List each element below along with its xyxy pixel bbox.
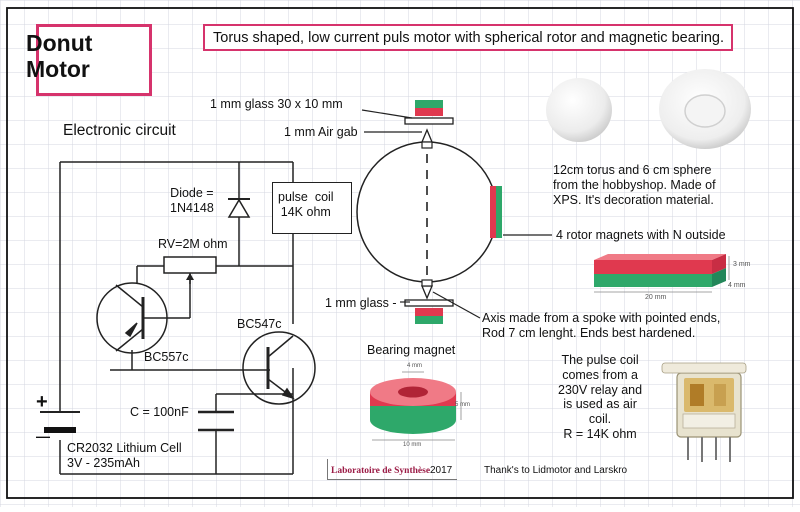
battery-minus-label: — [36,428,50,444]
glass-top-label: 1 mm glass 30 x 10 mm [210,97,343,111]
title-box [36,24,152,96]
bc547-label: BC547c [237,317,282,331]
bar-magnet-length: 20 mm [645,294,667,301]
bottom-bearing-magnet-green [415,316,443,324]
leader-glass-top [361,109,413,119]
top-bearing-magnet-green [415,100,443,108]
xps-torus-photo [659,69,751,149]
page-frame [6,7,794,499]
bc557-transistor [96,282,168,354]
bottom-glass [404,299,454,307]
diagram-title: Donut Motor [26,30,93,83]
circuit-heading: Electronic circuit [63,122,176,139]
materials-description: 12cm torus and 6 cm sphere from the hobb… [553,163,716,207]
rotor-magnets-label: 4 rotor magnets with N outside [556,228,726,242]
motor-cross-section [356,100,552,324]
air-gap-label: 1 mm Air gab [284,125,358,139]
axis-label: Axis made from a spoke with pointed ends… [482,311,721,340]
ring-magnet-height: 5 mm [455,402,470,408]
rotor-magnet-red [490,186,496,238]
battery-symbol [40,411,80,433]
battery-label: CR2032 Lithium Cell 3V - 235mAh [67,441,182,470]
bar-magnet-height: 3 mm [733,261,751,268]
headline-text: Torus shaped, low current puls motor wit… [213,30,724,46]
capacitor-label: C = 100nF [130,405,189,419]
glass-bottom-label: 1 mm glass - [325,296,397,310]
bar-magnet-width: 4 mm [728,282,746,289]
capacitor-symbol [198,410,234,432]
potentiometer-symbol [163,256,217,284]
ring-magnet-3d [370,371,462,441]
pulse-coil-label: pulse coil 14K ohm [278,190,334,219]
footer-lab: Laboratoire de Synthèse [331,466,431,476]
top-glass [404,117,454,125]
relay-note: The pulse coil comes from a 230V relay a… [558,353,643,441]
diode-label: Diode = 1N4148 [170,186,214,215]
footer-thanks: Thank's to Lidmotor and Larskro [484,465,628,476]
bar-magnet-3d [594,254,730,293]
ring-magnet-inner: 4 mm [407,363,422,369]
footer-underline [327,479,457,480]
bc547-transistor [242,331,316,405]
diode-symbol [227,198,251,218]
pulse-coil-box [272,182,352,234]
footer-divider [327,459,328,479]
rv-label: RV=2M ohm [158,237,228,251]
leader-axis [432,291,481,319]
ring-magnet-outer: 10 mm [403,442,422,448]
xps-sphere-photo [546,78,612,142]
bearing-magnet-label: Bearing magnet [367,343,456,357]
top-bearing-magnet-red [415,108,443,116]
footer-year: 2017 [430,465,453,476]
headline-box [203,24,733,51]
bc557-label: BC557c [144,350,189,364]
battery-plus-label: + [36,391,48,413]
bottom-bearing-magnet-red [415,308,443,316]
rotor-magnet-green [496,186,502,238]
relay-photo [661,362,747,462]
